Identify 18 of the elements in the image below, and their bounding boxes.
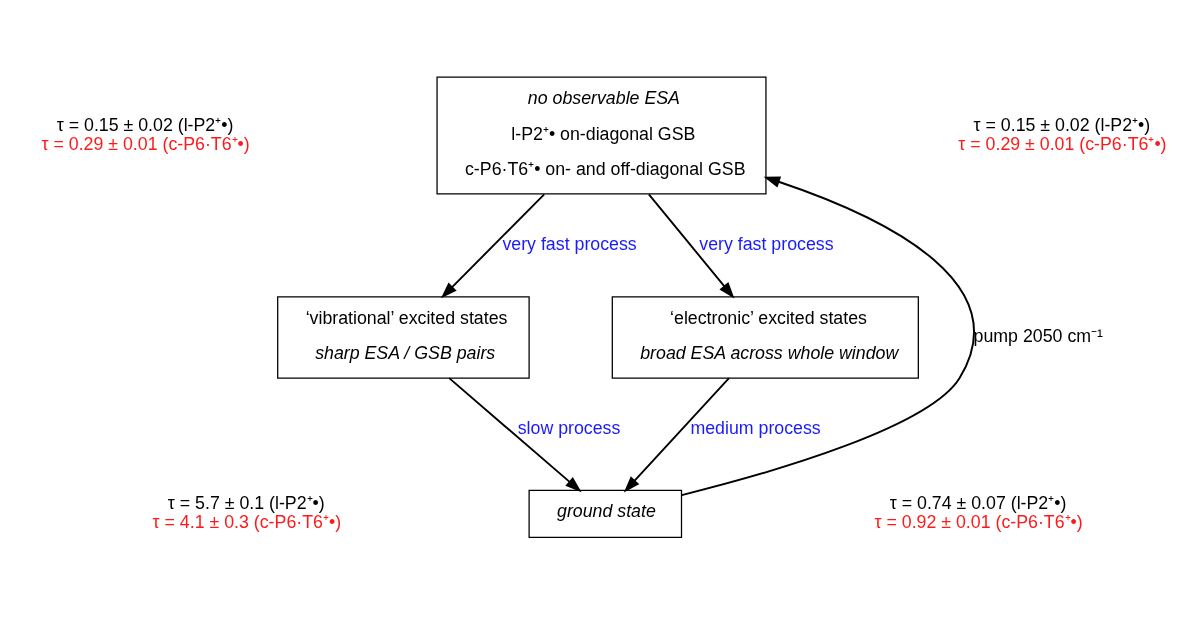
label: τ = 5.7 ± 0.1 (l-P2⁺•)	[167, 492, 325, 513]
node-box: ground state	[528, 489, 683, 538]
edge-label: very fast process	[699, 233, 834, 254]
arrow	[623, 376, 730, 492]
edge-label: slow process	[517, 417, 621, 438]
arrow	[440, 193, 546, 298]
edge-label: very fast process	[502, 233, 637, 254]
label: τ = 0.15 ± 0.02 (l-P2⁺•)	[973, 114, 1151, 135]
edge-label: medium process	[690, 417, 821, 438]
label: τ = 0.15 ± 0.02 (l-P2⁺•)	[56, 114, 234, 135]
arrow	[680, 176, 975, 496]
edge-label: pump 2050 cm⁻¹	[973, 325, 1103, 346]
label: τ = 0.74 ± 0.07 (l-P2⁺•)	[889, 492, 1067, 513]
arrow	[448, 376, 582, 492]
node-box: no observable ESA l-P2⁺• on-diagonal GSB c-P6·T6⁺• on- and off-diagonal GSB	[436, 75, 767, 195]
node-box: ‘vibrational’ excited states sharp ESA / GSB pairs	[277, 295, 530, 379]
node-box: ‘electronic’ excited states broad ESA across whole window	[611, 295, 919, 379]
arrow	[647, 193, 735, 298]
